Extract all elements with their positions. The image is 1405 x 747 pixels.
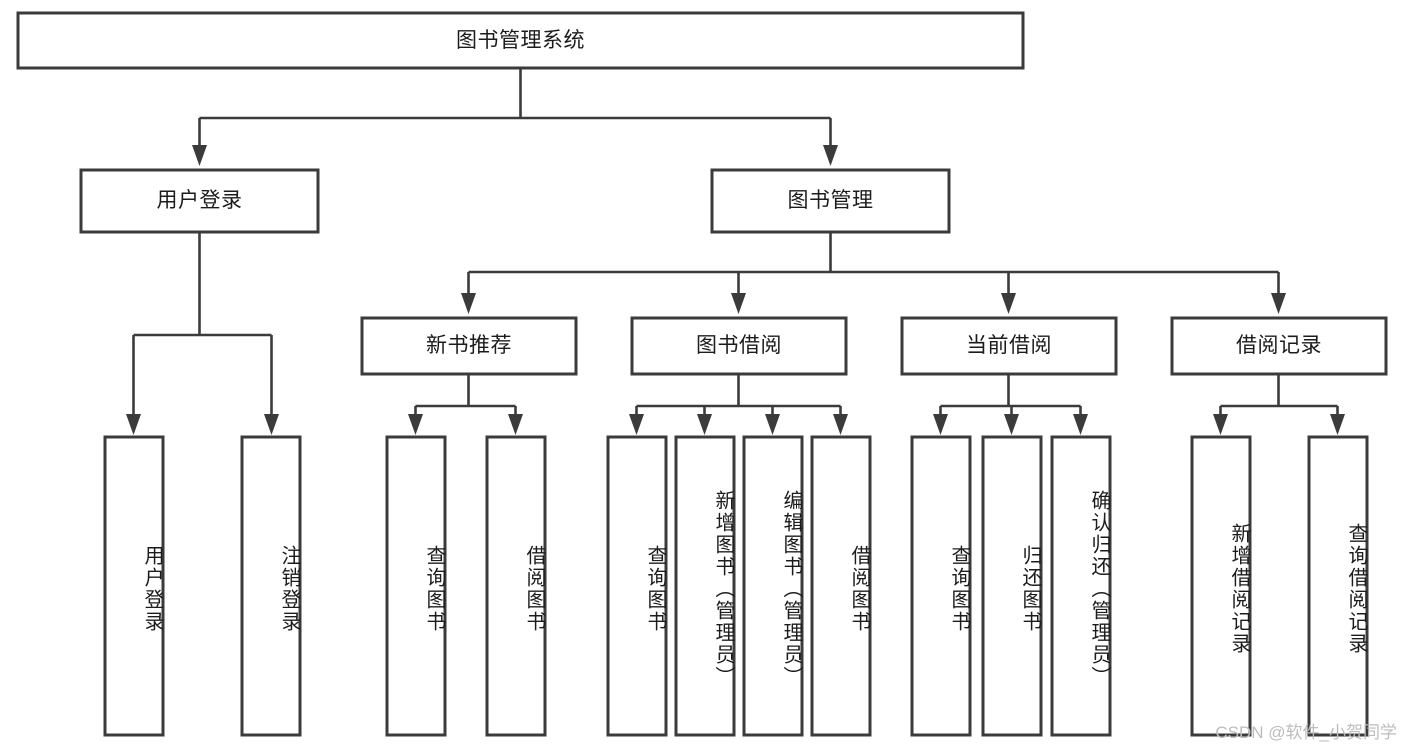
arrow-leaf-addrec-icon [1213,414,1228,435]
leaf-node-leaf-user-login[interactable] [103,435,165,737]
arrow-leaf-user-logout-icon [264,414,279,435]
leaf-node-leaf-add-record[interactable] [1190,435,1252,737]
arrow-leaf-b1-icon [508,414,523,435]
leaf-node-leaf-query-book-2[interactable] [606,435,668,737]
leaf-node-leaf-confirm-return[interactable] [1050,435,1112,737]
leaf-node-leaf-return-book[interactable] [981,435,1043,737]
level3-node-book-borrow[interactable] [630,316,848,376]
arrow-borrow-icon [731,293,746,314]
level3-node-borrow-record[interactable] [1170,316,1388,376]
arrow-leaf-return-icon [1004,414,1019,435]
arrow-book-management-icon [823,145,838,166]
leaf-node-leaf-edit-book[interactable] [742,435,804,737]
level2-node-book-management[interactable] [710,168,951,234]
arrow-current-icon [1001,293,1016,314]
arrow-recommend-icon [461,293,476,314]
leaf-node-leaf-query-record[interactable] [1307,435,1369,737]
arrow-leaf-user-login-icon [126,414,141,435]
arrow-leaf-edit-icon [765,414,780,435]
leaf-node-leaf-query-book-3[interactable] [910,435,972,737]
level2-node-user-login[interactable] [79,168,320,234]
arrow-leaf-q3-icon [933,414,948,435]
arrow-leaf-q1-icon [408,414,423,435]
leaf-node-leaf-query-book-1[interactable] [385,435,447,737]
level3-node-current-borrow[interactable] [900,316,1118,376]
arrow-leaf-qrec-icon [1330,414,1345,435]
arrow-user-login-icon [192,145,207,166]
leaf-node-leaf-borrow-book-1[interactable] [485,435,547,737]
watermark: CSDN @软件_小贺同学 [1215,723,1397,742]
arrow-leaf-q2-icon [629,414,644,435]
leaf-node-leaf-user-logout[interactable] [240,435,302,737]
node-boxes [16,11,1388,737]
arrow-leaf-b2-icon [833,414,848,435]
leaf-node-leaf-add-book[interactable] [674,435,736,737]
arrow-leaf-confirm-icon [1073,414,1088,435]
level3-node-new-book-recommend[interactable] [360,316,578,376]
arrow-leaf-add-icon [697,414,712,435]
arrow-heads [126,145,1345,435]
root-node-root[interactable] [16,11,1025,70]
leaf-node-leaf-borrow-book-2[interactable] [810,435,872,737]
arrow-record-icon [1271,293,1286,314]
